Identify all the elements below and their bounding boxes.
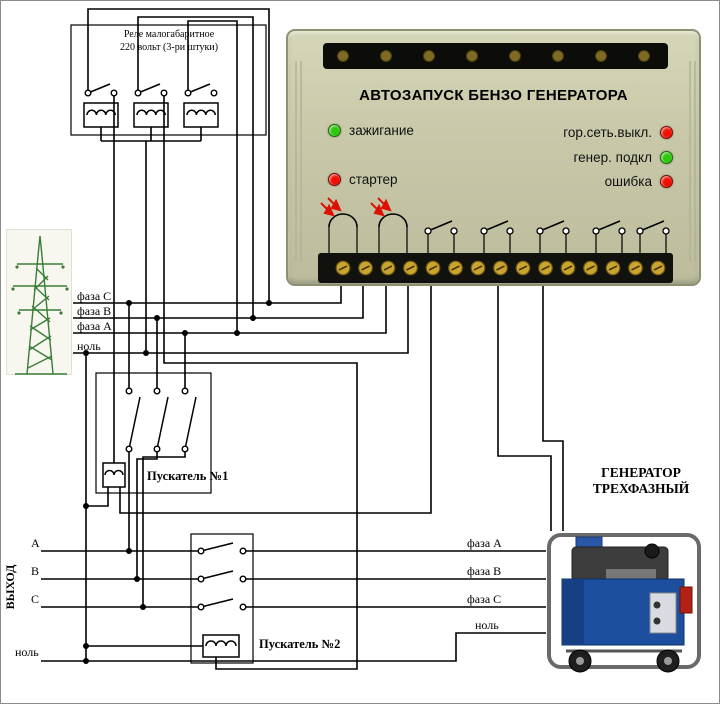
ignition-led-label: зажигание: [349, 123, 414, 138]
top-screws: [337, 50, 650, 62]
mains-phase-c-label: фаза С: [77, 289, 112, 303]
starter-led-label: стартер: [349, 172, 398, 187]
gen-connected-led: [660, 151, 673, 164]
relay-box-label-line1: Реле малогабаритное: [123, 29, 215, 40]
mains-phase-b-label: фаза В: [77, 304, 112, 318]
wires: [41, 8, 564, 670]
generator-title-line2: ТРЕХФАЗНЫЙ: [592, 481, 690, 497]
generator-svg: [547, 533, 701, 673]
bottom-screws: [335, 260, 666, 276]
internal-contact-symbols: [424, 220, 670, 253]
contactor2-symbols: [200, 542, 240, 658]
output-line-b-label: В: [31, 564, 40, 578]
relay-symbols: [83, 83, 219, 128]
error-led: [660, 175, 673, 188]
led-row-starter: стартер: [328, 172, 398, 187]
mains-phase-a-label: фаза А: [77, 319, 112, 333]
internal-relay-symbols: [328, 213, 408, 253]
mains-off-led-label: гор.сеть.выкл.: [563, 125, 652, 140]
gen-phase-a-label: фаза А: [467, 536, 502, 550]
component-boxes: [70, 24, 267, 664]
gen-phase-c-label: фаза С: [467, 592, 502, 606]
led-row-gen-connected: генер. подкл: [574, 150, 673, 165]
led-row-ignition: зажигание: [328, 123, 414, 138]
gen-phase-b-label: фаза В: [467, 564, 502, 578]
led-row-error: ошибка: [605, 174, 673, 189]
contactor1-label: Пускатель №1: [147, 469, 229, 483]
generator-title: ГЕНЕРАТОР ТРЕХФАЗНЫЙ: [571, 465, 711, 497]
gen-connected-led-label: генер. подкл: [573, 150, 652, 165]
controller-housing-graphics: [295, 43, 696, 283]
contactor2-outline: [190, 533, 254, 664]
output-line-c-label: С: [31, 592, 40, 606]
relay-box-label-line2: 220 вольт (3-ри штуки): [119, 41, 219, 53]
generator-title-line1: ГЕНЕРАТОР: [601, 465, 681, 480]
led-row-mains-off: гор.сеть.выкл.: [563, 125, 673, 140]
top-terminal-strip: [323, 43, 668, 69]
relay-box-label: Реле малогабаритное 220 вольт (3-ри штук…: [89, 29, 249, 54]
contactor1-outline: [95, 372, 212, 494]
autostart-controller: АВТОЗАПУСК БЕНЗО ГЕНЕРАТОРА зажигание ст…: [286, 29, 701, 286]
generator-image: [546, 529, 702, 674]
ignition-led: [328, 124, 341, 137]
output-label: ВЫХОД: [3, 564, 17, 610]
junction-dots: [83, 300, 272, 664]
contactor2-label: Пускатель №2: [259, 637, 341, 651]
output-line-a-label: А: [31, 536, 40, 550]
contactor1-symbols: [102, 396, 197, 488]
red-indicator-arrows: [320, 197, 392, 217]
terminal-circles: [84, 89, 247, 611]
relay-box-outline: [70, 24, 267, 136]
gen-neutral-label: ноль: [475, 618, 499, 632]
power-line-tower-image: [6, 229, 72, 375]
pylon-svg: [11, 235, 69, 375]
error-led-label: ошибка: [604, 174, 652, 189]
output-neutral-label: ноль: [15, 645, 39, 659]
starter-led: [328, 173, 341, 186]
controller-title: АВТОЗАПУСК БЕНЗО ГЕНЕРАТОРА: [359, 87, 628, 104]
mains-neutral-label: ноль: [77, 339, 101, 353]
mains-off-led: [660, 126, 673, 139]
